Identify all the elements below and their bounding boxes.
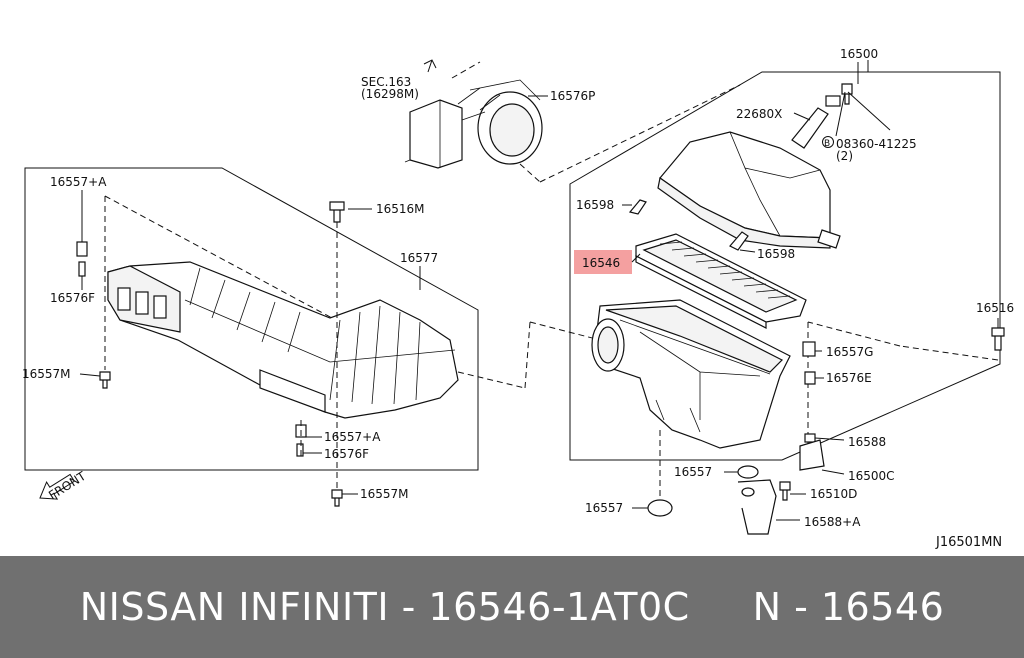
marker-b-circle <box>822 136 834 148</box>
label-16557-a: 16557 <box>674 465 712 479</box>
clip-icon <box>331 489 343 507</box>
label-16577: 16577 <box>400 251 438 265</box>
pin-icon <box>296 443 304 457</box>
caption-bar: NISSAN INFINITI - 16546-1AT0C N - 16546 <box>0 556 1024 658</box>
label-16576E: 16576E <box>826 371 872 385</box>
label-16557G: 16557G <box>826 345 873 359</box>
label-16510D: 16510D <box>810 487 857 501</box>
label-16500C: 16500C <box>848 469 895 483</box>
label-16516: 16516 <box>976 301 1014 315</box>
front-arrow-icon <box>39 473 76 500</box>
label-16557A-top: 16557+A <box>50 175 107 189</box>
label-front: FRONT <box>46 469 89 503</box>
grommet-icon <box>804 433 816 443</box>
label-08360-marker: B <box>824 139 830 149</box>
clip-icon <box>628 199 647 215</box>
label-sec163-sub: (16298M) <box>361 87 419 101</box>
label-16557A-bottom: 16557+A <box>324 430 381 444</box>
label-16516M: 16516M <box>376 202 425 216</box>
diagram-canvas: SEC.163 (16298M) 16576P 16500 22680X B 0… <box>22 47 1014 550</box>
bracket-icon <box>737 479 777 535</box>
label-08360-41225: 08360-41225 <box>836 137 917 151</box>
air-cleaner-box <box>569 60 1001 461</box>
arrow-icon <box>423 59 437 73</box>
label-16588: 16588 <box>848 435 886 449</box>
clip-icon <box>99 371 111 389</box>
label-08360-qty: (2) <box>836 149 853 163</box>
grommet-icon <box>76 241 88 257</box>
label-sec163: SEC.163 <box>361 75 411 89</box>
pin-icon <box>804 371 816 385</box>
parts-diagram: SEC.163 (16298M) 16576P 16500 22680X B 0… <box>22 47 1015 550</box>
label-16576P: 16576P <box>550 89 595 103</box>
highlight-16546 <box>574 250 632 274</box>
part-caption: NISSAN INFINITI - 16546-1AT0C N - 16546 <box>79 585 945 629</box>
pin-icon <box>78 261 86 277</box>
label-16557M-bottom: 16557M <box>360 487 409 501</box>
label-16576F-bottom: 16576F <box>324 447 369 461</box>
label-16598-a: 16598 <box>576 198 614 212</box>
bolt-icon <box>991 327 1005 351</box>
bracket-icon <box>799 439 825 471</box>
label-16588A: 16588+A <box>804 515 861 529</box>
label-16598-b: 16598 <box>757 247 795 261</box>
right-hardware <box>632 318 1005 535</box>
sensor-22680X <box>791 83 853 149</box>
label-22680X: 22680X <box>736 107 782 121</box>
air-cleaner-cover <box>657 131 841 249</box>
bolt-icon <box>329 201 345 223</box>
diagram-reference: J16501MN <box>935 535 1002 550</box>
bolt-icon <box>779 481 791 501</box>
grommet-icon <box>647 499 673 517</box>
air-filter-element-16546 <box>635 233 807 329</box>
intake-duct-16577 <box>107 261 459 419</box>
clip-icon <box>729 231 749 251</box>
label-16500: 16500 <box>840 47 878 61</box>
grommet-icon <box>802 341 816 357</box>
air-cleaner-lower-housing <box>591 299 791 449</box>
label-16557-b: 16557 <box>585 501 623 515</box>
label-16576F-left: 16576F <box>50 291 95 305</box>
left-hardware <box>76 201 345 507</box>
grommet-icon <box>737 465 759 479</box>
label-16546: 16546 <box>582 256 620 270</box>
label-16557M-left: 16557M <box>22 367 71 381</box>
maf-sensor <box>404 79 548 169</box>
